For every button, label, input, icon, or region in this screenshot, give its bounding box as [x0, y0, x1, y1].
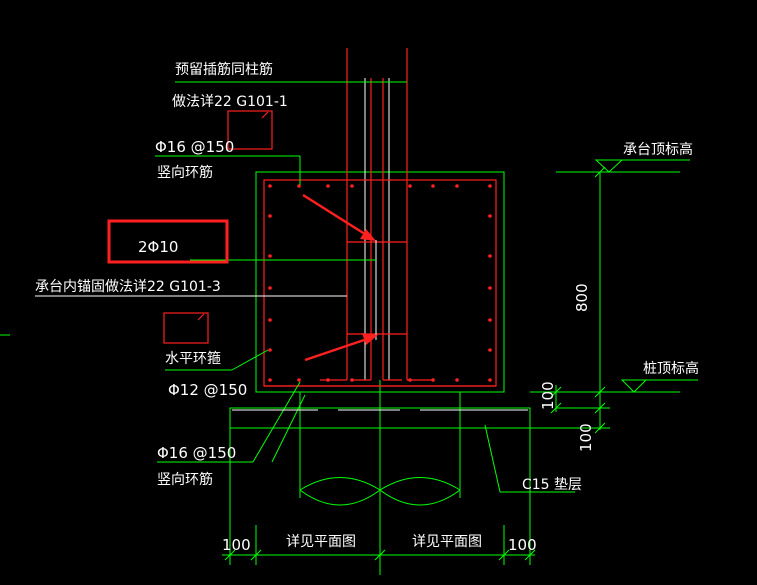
cap-top-elev-symbol — [594, 159, 624, 173]
see-plan-right: 详见平面图 — [412, 534, 482, 550]
dim-800-label: 800 — [573, 283, 591, 312]
rebar-dot — [268, 348, 272, 352]
rebar-dot — [408, 378, 412, 382]
cushion-label: C15 垫层 — [522, 477, 582, 493]
reserve-dowel-line2: 做法详22 G101-1 — [172, 94, 288, 110]
cap-rebar — [263, 179, 497, 387]
arrow-upper — [302, 193, 369, 238]
dim-100-bottom-right: 100 — [508, 536, 537, 554]
rebar-dot — [326, 184, 330, 188]
horizontal-hoop-name: 水平环箍 — [165, 350, 221, 367]
rebar-dot — [488, 348, 492, 352]
vertical-hoop-bottom-name: 竖向环筋 — [157, 471, 213, 488]
highlight-rebar-label: 2Φ10 — [138, 238, 178, 256]
column-and-centerline — [320, 48, 434, 575]
dim-tick — [498, 549, 510, 561]
leader-cushion — [484, 424, 501, 493]
rebar-dot — [268, 184, 272, 188]
dim-tick — [594, 402, 606, 414]
dim-100-bottom-left: 100 — [222, 536, 251, 554]
section-callout-slash — [261, 111, 269, 119]
rebar-dot — [268, 214, 272, 218]
rebar-dot — [488, 184, 492, 188]
cap-top-elev-label: 承台顶标高 — [623, 141, 693, 158]
pile-cap-outline — [255, 171, 505, 393]
dim-tick — [250, 549, 262, 561]
leader-horizontal-hoop — [231, 349, 269, 371]
rebar-dot — [268, 378, 272, 382]
rebar-dot — [350, 184, 354, 188]
dim-tick — [594, 166, 606, 178]
rebar-dot — [488, 214, 492, 218]
dim-100-right-upper: 100 — [539, 381, 557, 410]
rebar-dot — [326, 378, 330, 382]
dim-tick — [224, 549, 236, 561]
leader-lines — [35, 81, 575, 493]
rebar-dot — [268, 254, 272, 258]
dim-100-right-lower: 100 — [577, 423, 595, 452]
rebar-dot — [431, 184, 435, 188]
see-plan-left: 详见平面图 — [286, 534, 356, 550]
dim-tick — [550, 402, 562, 414]
dim-tick — [550, 386, 562, 398]
rebar-dot — [488, 378, 492, 382]
rebar-dot — [488, 254, 492, 258]
rebar-dot — [455, 378, 459, 382]
dim-tick — [524, 549, 536, 561]
arrow-lower — [304, 336, 371, 362]
cap-anchor-note: 承台内锚固做法详22 G101-3 — [35, 279, 221, 295]
structure-outlines — [229, 159, 698, 506]
arrow-lower-head — [362, 333, 378, 345]
annotation-arrows — [302, 193, 378, 362]
rebar-dots — [268, 184, 492, 382]
rebar-dot — [488, 286, 492, 290]
rebar-dot — [455, 184, 459, 188]
dim-tick — [594, 422, 606, 434]
rebar-dot — [488, 318, 492, 322]
text-labels: 预留插筋同柱筋 做法详22 G101-1 Φ16 @150 竖向环筋 2Φ10 … — [35, 61, 699, 554]
rebar-dot — [350, 378, 354, 382]
cap-rebar-cage — [263, 179, 497, 387]
horizontal-hoop-spec: Φ12 @150 — [168, 381, 247, 399]
dim-tick — [594, 386, 606, 398]
rebar-dot — [431, 378, 435, 382]
leader-vertical-hoop-bottom2 — [271, 394, 306, 463]
rebar-dot — [408, 184, 412, 188]
dimension-lines — [0, 166, 610, 565]
rebar-dot — [297, 184, 301, 188]
section-callout-slash — [197, 313, 205, 321]
section-callout-box — [163, 312, 209, 344]
leader-vertical-hoop-bottom — [252, 381, 301, 463]
section-callout-box — [227, 110, 273, 150]
pile-top-elev-label: 桩顶标高 — [643, 360, 699, 377]
vertical-hoop-bottom-spec: Φ16 @150 — [157, 444, 236, 462]
vertical-hoop-top-name: 竖向环筋 — [157, 164, 213, 181]
rebar-dot — [297, 378, 301, 382]
rebar-dot — [268, 286, 272, 290]
reserve-dowel-line1: 预留插筋同柱筋 — [175, 61, 273, 78]
arrow-upper-head — [360, 229, 376, 241]
section-callouts — [163, 110, 273, 344]
rebar-dot — [268, 318, 272, 322]
pile-top-elev-symbol — [620, 379, 648, 393]
highlight-box-2phi10 — [107, 219, 229, 264]
vertical-hoop-top-spec: Φ16 @150 — [155, 138, 234, 156]
